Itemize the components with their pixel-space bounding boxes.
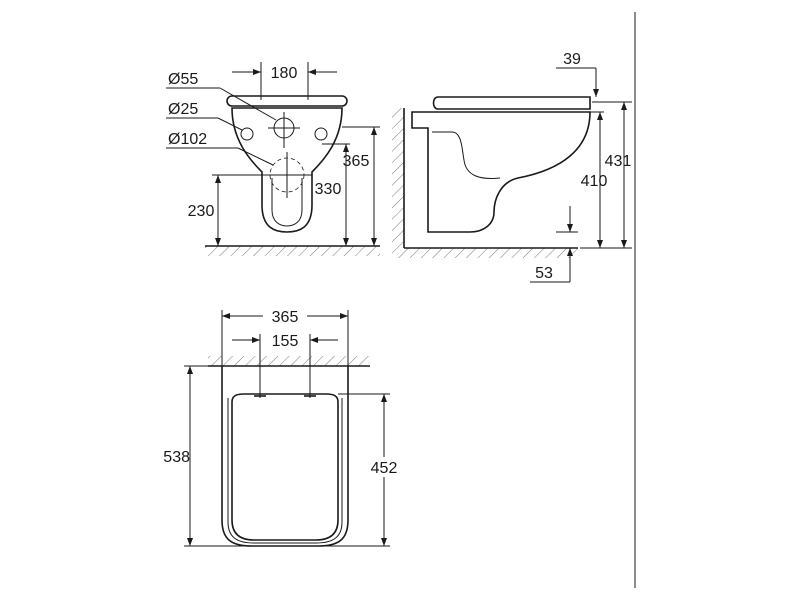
dim-102-label: Ø102 bbox=[168, 131, 207, 148]
front-seat bbox=[226, 95, 348, 107]
dim-330-label: 330 bbox=[315, 181, 342, 198]
dim-230-arrow-top bbox=[215, 175, 221, 183]
dim-155-arrow-right bbox=[310, 337, 318, 343]
dim-39-arrow bbox=[593, 89, 599, 97]
dim-330-arrow-top bbox=[343, 144, 349, 152]
top-seat-outline bbox=[231, 393, 339, 541]
leader-55-diag bbox=[219, 87, 277, 121]
side-wall-hatch bbox=[392, 108, 404, 248]
side-view: 39 431 410 53 bbox=[392, 51, 632, 283]
front-view: 180 Ø55 Ø25 Ø102 365 330 230 bbox=[166, 62, 380, 256]
dim-538-arrow-top bbox=[187, 366, 193, 374]
fixing-hole-right bbox=[314, 127, 328, 141]
dim-365-top-label: 365 bbox=[272, 309, 299, 326]
dim-452-arrow-top bbox=[381, 394, 387, 402]
dim-365-top-label-bg bbox=[263, 306, 307, 324]
front-floor-hatch bbox=[205, 246, 380, 256]
top-wall-hatch bbox=[208, 356, 370, 366]
side-bowl-inner bbox=[432, 131, 501, 179]
dim-180-label: 180 bbox=[271, 65, 298, 82]
dim-431-arrow-top bbox=[621, 102, 627, 110]
dim-365-top-arrow-right bbox=[340, 313, 348, 319]
front-pedestal-inner bbox=[271, 178, 303, 227]
dim-155-arrow-left bbox=[252, 337, 260, 343]
dim-25-label: Ø25 bbox=[168, 101, 198, 118]
dim-431-arrow-bottom bbox=[621, 240, 627, 248]
dim-39-label: 39 bbox=[563, 51, 581, 68]
side-seat bbox=[432, 96, 591, 110]
dim-452-label: 452 bbox=[371, 460, 398, 477]
dim-180-arrow-right bbox=[308, 69, 316, 75]
dim-538-label: 538 bbox=[163, 449, 190, 466]
dim-410-arrow-top bbox=[597, 112, 603, 120]
leader-25-diag bbox=[217, 117, 243, 131]
front-bowl-outline bbox=[231, 107, 343, 233]
dim-538-arrow-bottom bbox=[187, 538, 193, 546]
dim-410-arrow-bottom bbox=[597, 240, 603, 248]
dim-365-front-label: 365 bbox=[343, 153, 370, 170]
dim-53-label: 53 bbox=[535, 265, 553, 282]
top-body-outline bbox=[221, 366, 349, 547]
dim-230-label: 230 bbox=[188, 203, 215, 220]
leader-102-diag bbox=[237, 147, 274, 166]
dim-431-label: 431 bbox=[605, 153, 632, 170]
dim-53-arrow-bottom bbox=[567, 248, 573, 256]
side-floor-hatch bbox=[392, 248, 578, 258]
top-seat-inner bbox=[227, 398, 343, 544]
side-bowl-outline bbox=[411, 111, 591, 233]
dim-410-label: 410 bbox=[581, 173, 608, 190]
dim-180-arrow-left bbox=[253, 69, 261, 75]
dim-452-arrow-bottom bbox=[381, 538, 387, 546]
dim-55-label: Ø55 bbox=[168, 71, 198, 88]
dim-365-arrow-bottom bbox=[371, 238, 377, 246]
dim-330-arrow-bottom bbox=[343, 238, 349, 246]
dim-365-arrow-top bbox=[371, 127, 377, 135]
top-view: 365 155 538 452 bbox=[163, 306, 404, 547]
dim-155-label: 155 bbox=[272, 333, 299, 350]
dim-365-top-arrow-left bbox=[222, 313, 230, 319]
dim-452-label-bg bbox=[364, 457, 404, 477]
fixing-hole-left bbox=[240, 127, 254, 141]
dim-230-arrow-bottom bbox=[215, 238, 221, 246]
dim-53-arrow-top bbox=[567, 224, 573, 232]
